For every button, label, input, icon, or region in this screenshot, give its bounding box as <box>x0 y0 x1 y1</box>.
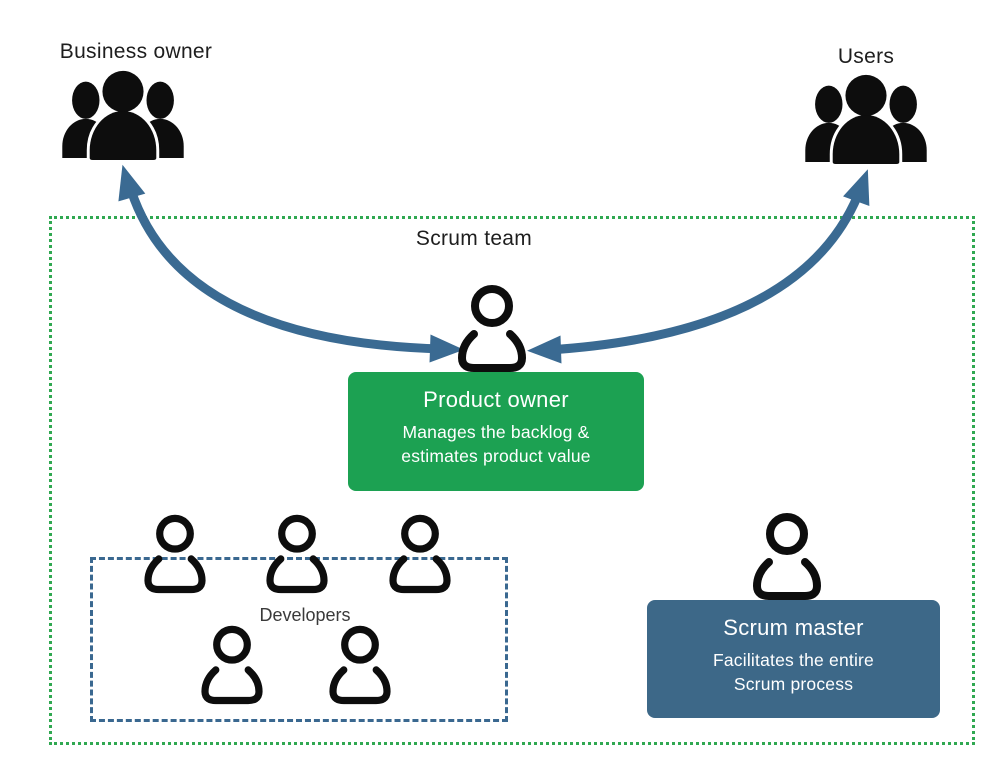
developers-label: Developers <box>259 605 351 625</box>
developer-person-icon <box>139 512 211 595</box>
product-owner-description-line1: Manages the backlog & <box>402 422 590 442</box>
users-group-icon <box>801 70 931 164</box>
scrum-team-boundary <box>49 216 975 745</box>
product-owner-card: Product owner Manages the backlog & esti… <box>348 372 644 491</box>
business-owner-label: Business owner <box>59 40 213 63</box>
scrum-team-label: Scrum team <box>415 227 533 250</box>
developer-person-icon <box>261 512 333 595</box>
developer-person-icon <box>384 512 456 595</box>
product-owner-title: Product owner <box>423 387 569 412</box>
developer-person-icon <box>196 623 268 706</box>
users-label: Users <box>837 45 895 68</box>
scrum-master-title: Scrum master <box>723 615 864 640</box>
scrum-master-person-icon <box>747 510 827 602</box>
product-owner-description-line2: estimates product value <box>401 446 591 467</box>
product-owner-person-icon <box>452 282 532 374</box>
business-owner-group-icon <box>58 66 188 160</box>
developers-boundary <box>90 557 508 722</box>
scrum-master-description-line2: Scrum process <box>733 674 854 695</box>
developer-person-icon <box>324 623 396 706</box>
scrum-master-card: Scrum master Facilitates the entire Scru… <box>647 600 940 718</box>
scrum-master-description-line1: Facilitates the entire <box>712 650 874 670</box>
